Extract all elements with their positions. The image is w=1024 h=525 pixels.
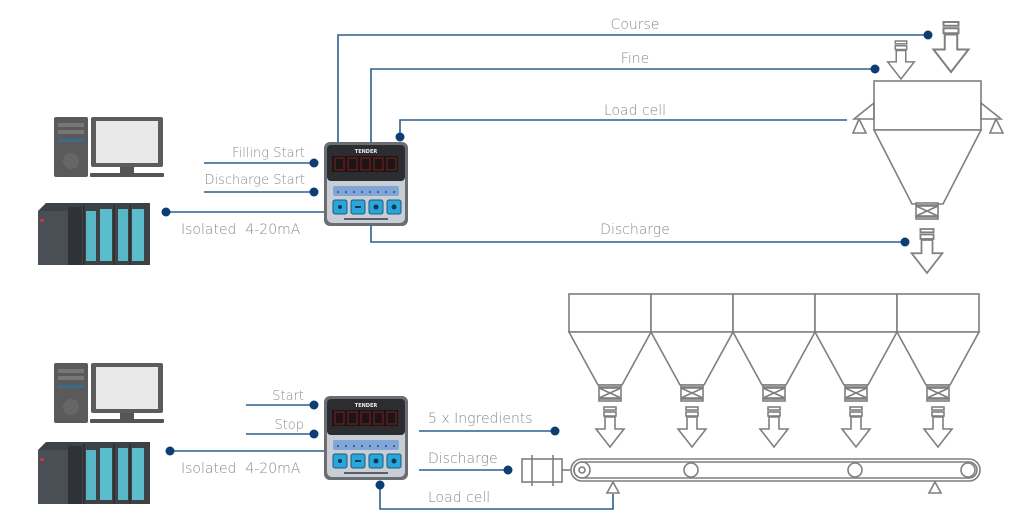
computer-icon (54, 363, 164, 423)
wire-course (337, 30, 933, 142)
load-cell-icon (927, 480, 943, 494)
wire-load-cell-bottom (375, 480, 614, 510)
label-stop: Stop (274, 418, 304, 433)
label-fine: Fine (621, 51, 649, 67)
load-cell-icon (988, 117, 1005, 134)
wire-stop (246, 429, 319, 439)
label-isolated-output: Isolated 4-20mA (181, 222, 301, 238)
discharge-arrow-icon (923, 406, 953, 448)
ingredient-bin (649, 293, 735, 448)
label-load-cell-bottom: Load cell (428, 490, 490, 506)
label-discharge-start: Discharge Start (204, 173, 305, 188)
label-isolated-output-bottom: Isolated 4-20mA (181, 461, 301, 477)
ingredient-bin (567, 293, 653, 448)
label-start: Start (272, 389, 304, 404)
batching-controller (323, 395, 409, 481)
load-cell-icon (851, 117, 868, 134)
label-load-cell: Load cell (604, 103, 666, 119)
ingredient-bin (731, 293, 817, 448)
discharge-arrow-icon (677, 406, 707, 448)
label-filling-start: Filling Start (232, 146, 305, 161)
load-cell-icon (605, 480, 621, 494)
wire-discharge-bottom (419, 465, 513, 475)
plc-icon (37, 441, 151, 505)
wire-analog-output (161, 207, 324, 217)
wire-load-cell (395, 119, 847, 142)
label-discharge-bottom: Discharge (428, 451, 498, 467)
conveyor-belt (521, 455, 981, 494)
wire-filling-start (204, 158, 319, 168)
ingredient-bins (567, 293, 981, 448)
wire-fine (370, 64, 880, 142)
label-discharge: Discharge (600, 222, 670, 238)
ingredient-bin (895, 293, 981, 448)
plc-icon (37, 202, 151, 266)
discharge-arrow-icon (595, 406, 625, 448)
wire-analog-output-bottom (165, 446, 324, 456)
computer-icon (54, 117, 164, 177)
label-course: Course (611, 17, 660, 33)
wire-ingredients (419, 426, 560, 436)
label-ingredients: 5 x Ingredients (428, 411, 533, 427)
wire-discharge-start (204, 187, 319, 197)
discharge-arrow-icon (759, 406, 789, 448)
weighing-controller (323, 141, 409, 227)
discharge-arrow-icon (841, 406, 871, 448)
wire-discharge (370, 226, 910, 247)
motor-icon (521, 458, 563, 483)
ingredient-bin (813, 293, 899, 448)
wire-start (246, 400, 319, 410)
weigh-hopper (851, 21, 1005, 274)
